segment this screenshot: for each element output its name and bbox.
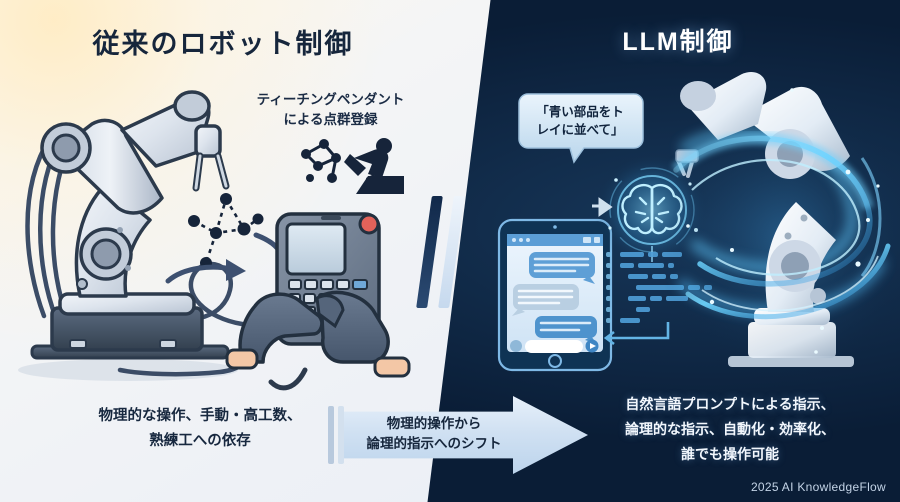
arrow-text-line1: 物理的操作から	[386, 416, 482, 431]
left-panel-title: 従来のロボット制御	[92, 29, 354, 59]
pendant-annotation-line1: ティーチングペンダント	[256, 92, 405, 107]
left-panel-caption: 物理的な操作、手動・高工数、 熟練工への依存	[40, 404, 360, 455]
right-caption-line1: 自然言語プロンプトによる指示、	[625, 396, 835, 412]
left-caption-line2: 熟練工への依存	[149, 433, 251, 450]
right-caption-line3: 誰でも操作可能	[681, 446, 779, 463]
pendant-annotation-line2: による点群登録	[283, 112, 378, 128]
pendant-annotation: ティーチングペンダント による点群登録	[228, 90, 433, 131]
worker-digging-icon	[298, 130, 418, 210]
left-caption-line1: 物理的な操作、手動・高工数、	[98, 408, 302, 424]
transition-arrow-text: 物理的操作から 論理的指示へのシフト	[346, 414, 522, 455]
arrow-tick-marks-icon	[326, 406, 348, 464]
teaching-pendant-icon	[225, 210, 420, 395]
glowing-robot-arm-icon	[656, 50, 900, 395]
watermark: 2025 AI KnowledgeFlow	[750, 480, 886, 494]
gloved-hands-icon	[225, 290, 411, 378]
transition-arrow: 物理的操作から 論理的指示へのシフト	[328, 396, 588, 474]
industrial-robot-arm-icon	[10, 78, 260, 388]
right-panel-title: LLM制御	[622, 28, 734, 56]
speech-bubble-icon	[518, 92, 644, 164]
right-panel-caption: 自然言語プロンプトによる指示、 論理的な指示、自動化・効率化、 誰でも操作可能	[565, 392, 895, 468]
tablet-chat-icon	[495, 218, 615, 373]
speech-bubble-line2: レイに並べて」	[536, 123, 624, 138]
speech-bubble-text: 「青い部品をト レイに並べて」	[524, 103, 636, 139]
arrow-text-line2: 論理的指示へのシフト	[366, 436, 502, 452]
speech-bubble-line1: 「青い部品をト	[536, 105, 624, 119]
right-caption-line2: 論理的な指示、自動化・効率化、	[625, 421, 835, 438]
